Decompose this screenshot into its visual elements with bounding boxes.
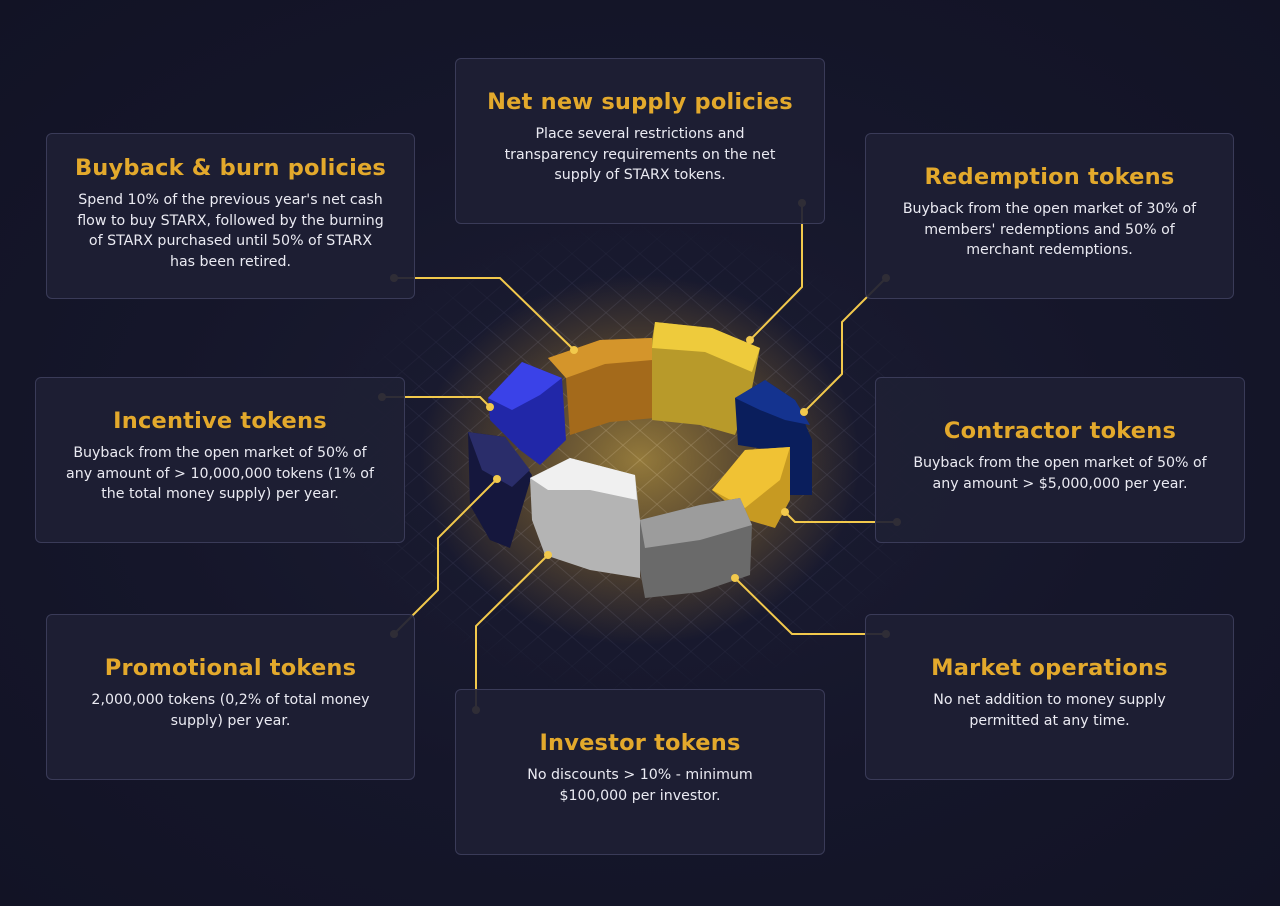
card-body: Buyback from the open market of 50% of a… (913, 455, 1207, 492)
connector-market-ops (734, 577, 886, 635)
connector-net-new-supply (749, 203, 803, 341)
card-body: Spend 10% of the previous year's net cas… (77, 192, 384, 270)
card-body: No discounts > 10% - minimum $100,000 pe… (527, 767, 753, 804)
card-investor: Investor tokens No discounts > 10% - min… (455, 689, 825, 855)
card-title: Contractor tokens (943, 418, 1177, 444)
card-contractor: Contractor tokens Buyback from the open … (875, 377, 1245, 543)
card-title: Buyback & burn policies (74, 155, 387, 181)
connector-investor (475, 554, 549, 710)
token-ring (468, 322, 812, 598)
card-incentive: Incentive tokens Buyback from the open m… (35, 377, 405, 543)
card-title: Investor tokens (539, 730, 741, 756)
card-body: Buyback from the open market of 50% of a… (66, 445, 374, 502)
card-body: 2,000,000 tokens (0,2% of total money su… (91, 692, 370, 729)
card-body: Place several restrictions and transpare… (504, 126, 776, 183)
card-title: Promotional tokens (104, 655, 357, 681)
segment-orange (548, 338, 655, 435)
segment-gold-right (712, 447, 790, 528)
card-promotional: Promotional tokens 2,000,000 tokens (0,2… (46, 614, 415, 780)
connector-promotional (393, 478, 498, 635)
connector-buyback-burn (394, 277, 575, 351)
segment-white (530, 458, 640, 578)
card-title: Market operations (931, 655, 1168, 681)
segment-gold-top (652, 322, 760, 435)
card-title: Redemption tokens (924, 164, 1175, 190)
card-buyback-burn: Buyback & burn policies Spend 10% of the… (46, 133, 415, 299)
connector-contractor (784, 511, 897, 523)
segment-darkblue (735, 380, 812, 495)
card-market-ops: Market operations No net addition to mon… (865, 614, 1234, 780)
card-redemption: Redemption tokens Buyback from the open … (865, 133, 1234, 299)
card-body: Buyback from the open market of 30% of m… (902, 201, 1197, 258)
connector-incentive (382, 396, 491, 408)
segment-blue (488, 362, 566, 465)
segment-navy (468, 432, 532, 548)
connectors (382, 203, 897, 710)
card-net-new-supply: Net new supply policies Place several re… (455, 58, 825, 224)
segment-gray (640, 498, 752, 598)
card-title: Net new supply policies (487, 89, 793, 115)
card-body: No net addition to money supply permitte… (933, 692, 1166, 729)
connector-redemption (803, 277, 887, 413)
card-title: Incentive tokens (113, 408, 327, 434)
